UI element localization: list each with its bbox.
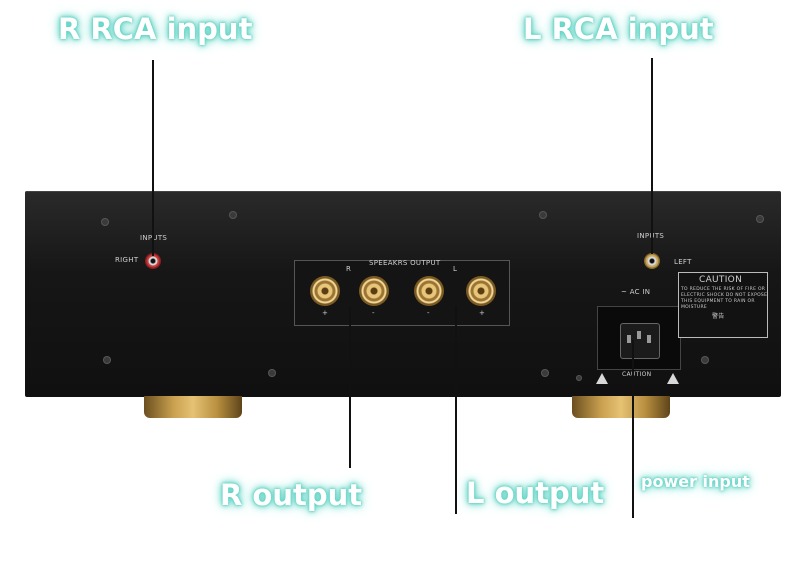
caution-label	[678, 272, 768, 338]
l-plus-binding-post[interactable]	[466, 276, 496, 306]
r-channel-label: R	[346, 265, 352, 273]
leader-power-input	[632, 340, 634, 518]
screw	[268, 369, 276, 377]
caution-cn-title: 警告	[712, 313, 725, 320]
right-foot	[572, 396, 670, 418]
caution-line-4: MOISTURE	[681, 305, 708, 310]
caution-line-1: TO REDUCE THE RISK OF FIRE OR	[681, 287, 766, 292]
l-plus-label: +	[479, 309, 486, 317]
screw	[101, 218, 109, 226]
warning-triangle-icon	[596, 373, 608, 384]
callout-power-input: power input	[641, 472, 750, 491]
screw	[229, 211, 237, 219]
l-minus-binding-post[interactable]	[414, 276, 444, 306]
right-label: RIGHT	[115, 256, 139, 264]
screw	[576, 375, 582, 381]
speakers-output-label: SPEEAKRS OUTPUT	[369, 259, 441, 267]
screw	[701, 356, 709, 364]
leader-r-output	[349, 306, 351, 468]
screw	[756, 215, 764, 223]
l-channel-label: L	[453, 265, 458, 273]
socket-pin	[637, 331, 641, 339]
leader-l-output	[455, 306, 457, 514]
caution-title: CAUTION	[699, 275, 743, 285]
caution-small-label: CAUTION	[622, 371, 652, 378]
left-foot	[144, 396, 242, 418]
r-minus-binding-post[interactable]	[359, 276, 389, 306]
callout-l-output: L output	[466, 476, 605, 510]
left-label: LEFT	[674, 258, 692, 266]
ac-in-label: ~ AC IN	[621, 288, 651, 296]
screw	[541, 369, 549, 377]
leader-l-rca	[651, 58, 653, 254]
callout-r-rca-input: R RCA input	[58, 12, 253, 46]
screw	[539, 211, 547, 219]
socket-pin	[627, 335, 631, 343]
left-rca-jack[interactable]	[644, 253, 660, 269]
r-minus-label: -	[372, 309, 375, 317]
l-minus-label: -	[427, 309, 430, 317]
inputs-label-left: INPUTS	[637, 232, 664, 240]
right-rca-jack[interactable]	[145, 253, 161, 269]
callout-r-output: R output	[220, 478, 363, 512]
r-plus-label: +	[322, 309, 329, 317]
callout-l-rca-input: L RCA input	[523, 12, 714, 46]
iec-power-socket[interactable]	[620, 323, 660, 359]
warning-triangle-icon	[667, 373, 679, 384]
caution-line-2: ELECTRIC SHOCK DO NOT EXPOSE	[681, 293, 768, 298]
r-plus-binding-post[interactable]	[310, 276, 340, 306]
leader-r-rca	[152, 60, 154, 256]
caution-line-3: THIS EQUIPMENT TO RAIN OR	[681, 299, 755, 304]
screw	[103, 356, 111, 364]
socket-pin	[647, 335, 651, 343]
